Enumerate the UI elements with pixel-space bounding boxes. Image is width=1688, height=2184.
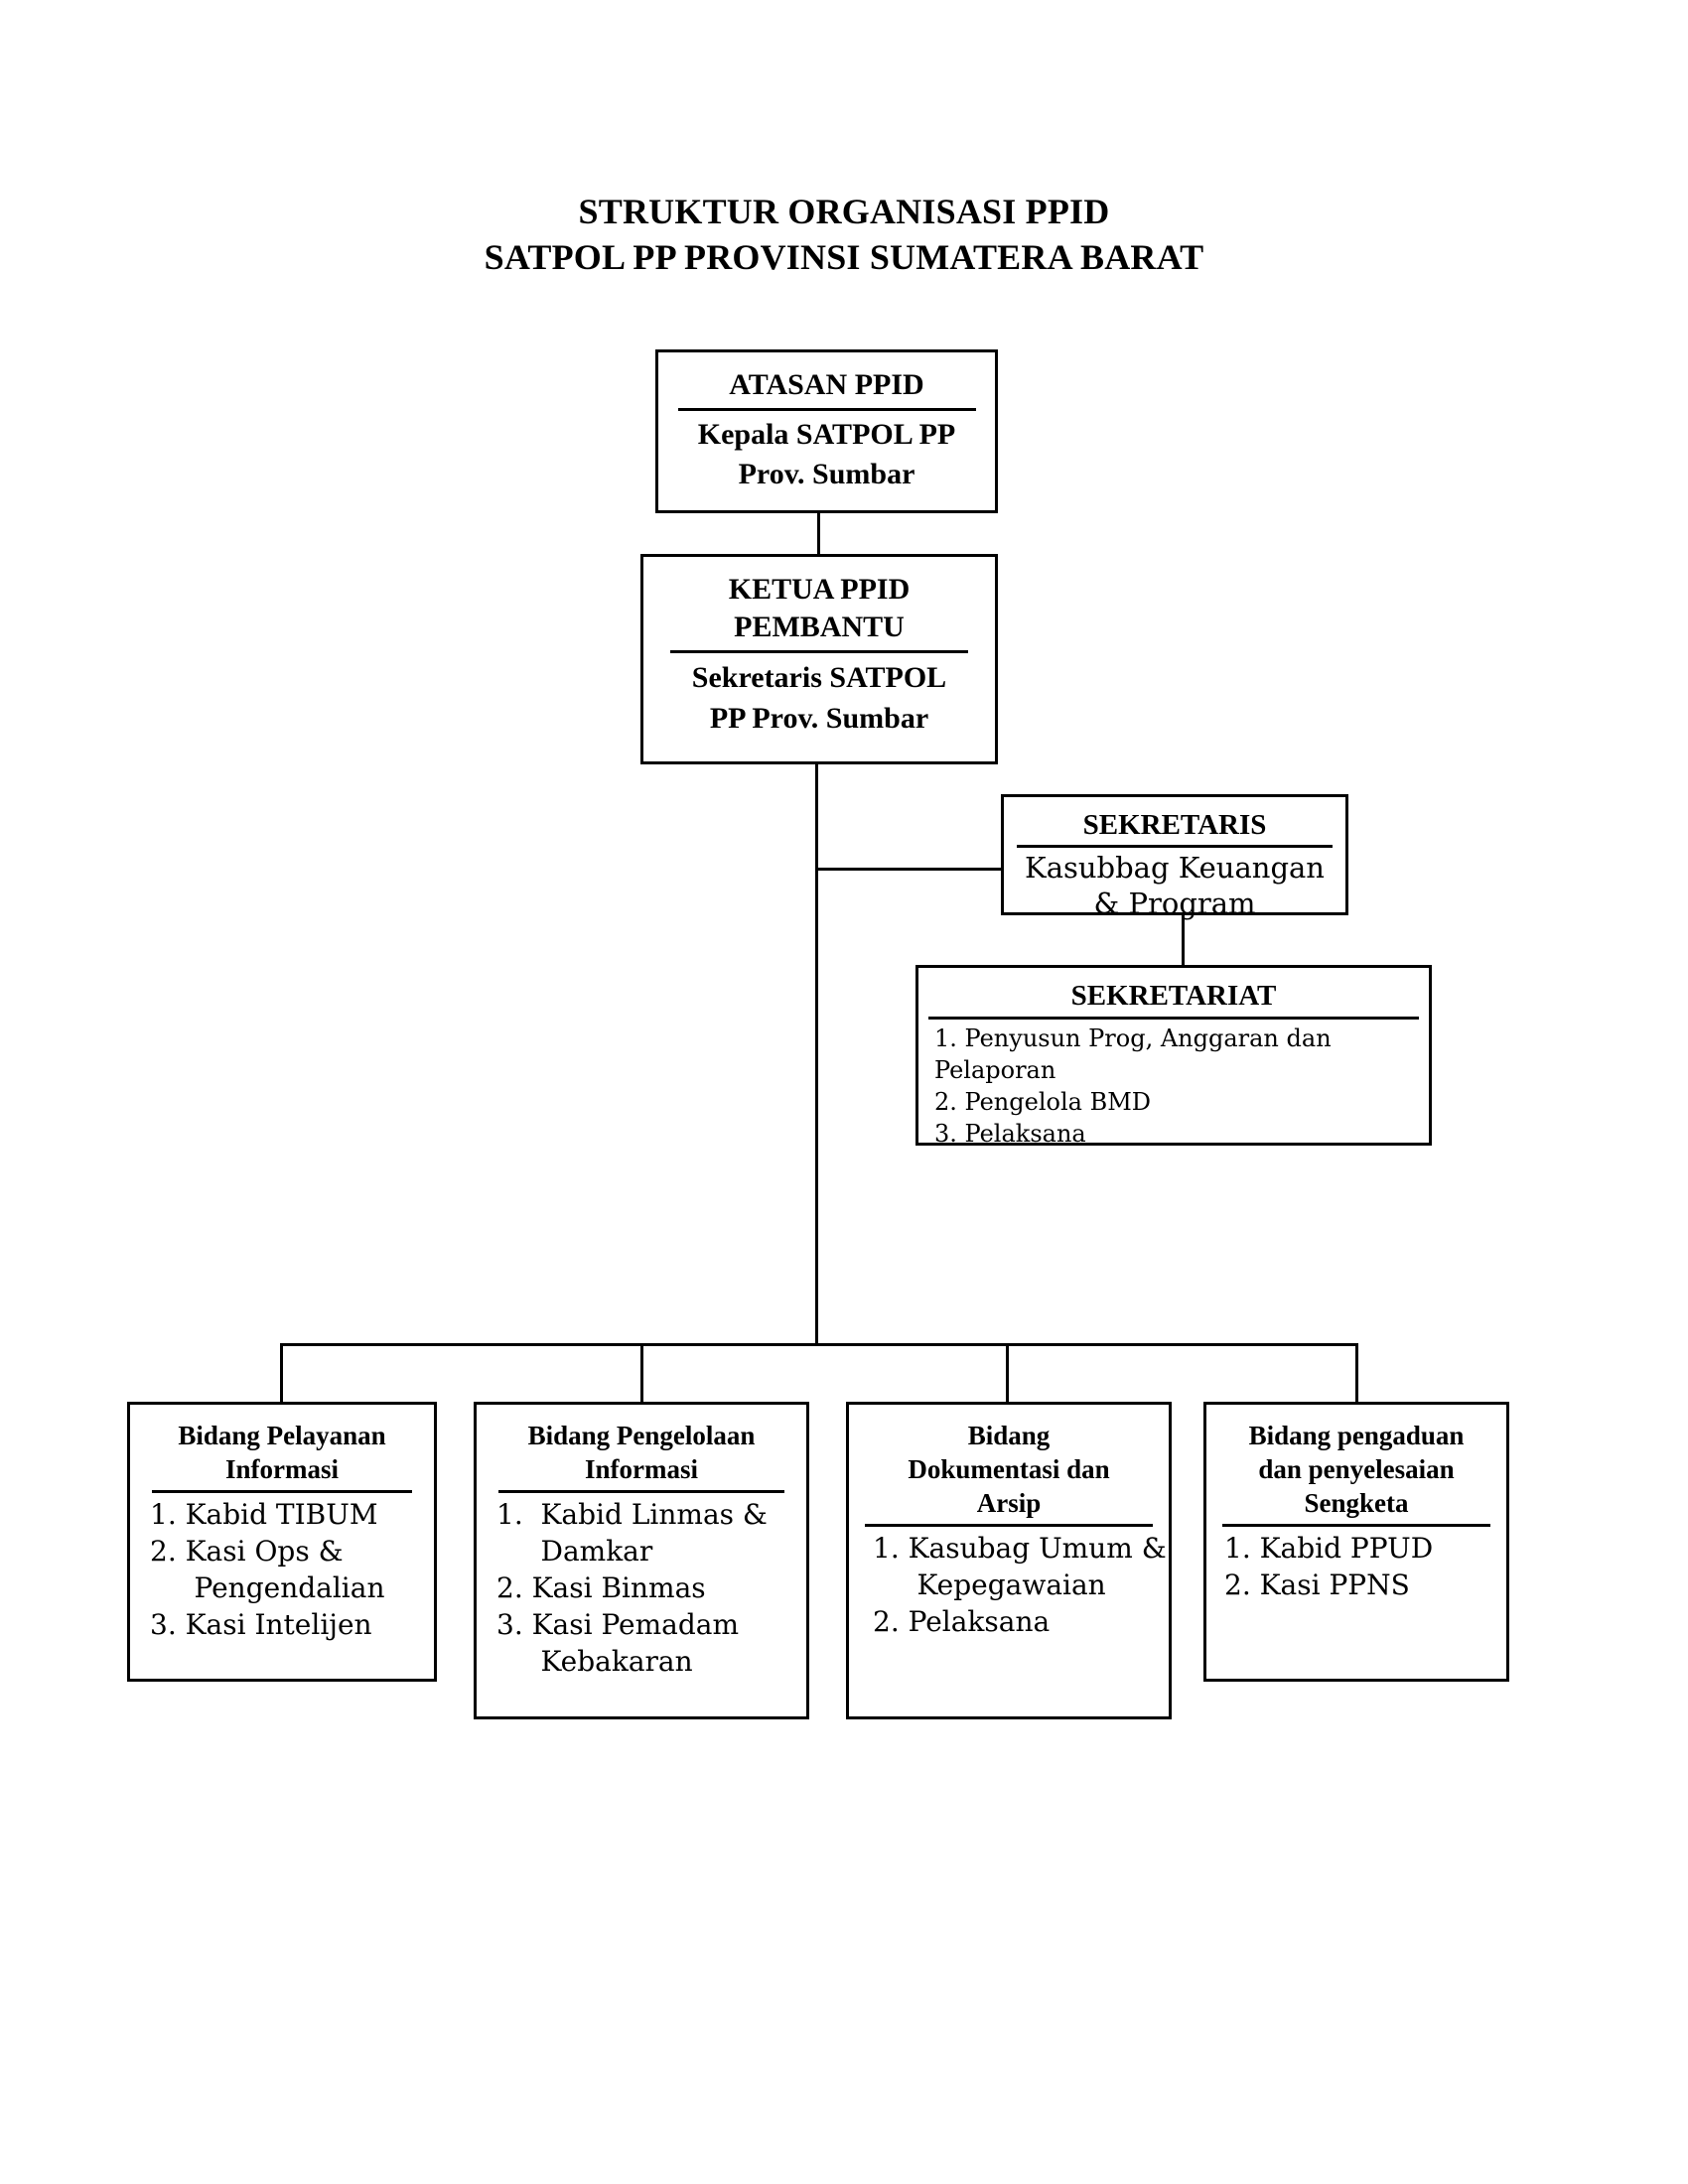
list-item: 2. Kasi Ops & Pengendalian <box>150 1535 385 1604</box>
node-bidang-pengaduan-penyelesaian-sengketa[interactable]: Bidang pengaduan dan penyelesaian Sengke… <box>1203 1402 1509 1682</box>
connector-drop-bidang-1 <box>280 1343 283 1405</box>
node-b4-list: 1. Kabid PPUD 2. Kasi PPNS <box>1206 1530 1506 1603</box>
node-sekretaris-body-line-1: Kasubbag Keuangan <box>1025 851 1325 885</box>
node-bidang-pelayanan-informasi[interactable]: Bidang Pelayanan Informasi 1. Kabid TIBU… <box>127 1402 437 1682</box>
list-item: 1. Penyusun Prog, Anggaran dan Pelaporan <box>934 1024 1339 1084</box>
list-item: 2. Kasi PPNS <box>1224 1569 1410 1601</box>
connector-trunk-to-sekretaris <box>815 868 1004 871</box>
node-sekretaris-divider <box>1017 845 1333 848</box>
node-sekretaris-heading: SEKRETARIS <box>1082 809 1267 841</box>
node-bidang-pengelolaan-informasi[interactable]: Bidang Pengelolaan Informasi 1. Kabid Li… <box>474 1402 809 1719</box>
node-sekretariat-heading: SEKRETARIAT <box>1070 980 1277 1012</box>
title-line-1: STRUKTUR ORGANISASI PPID <box>578 192 1110 231</box>
node-sekretariat-divider <box>928 1017 1419 1020</box>
node-b1-divider <box>152 1490 412 1493</box>
node-b3-heading-line-1: Bidang <box>967 1421 1051 1450</box>
node-b3-list: 1. Kasubag Umum & Kepegawaian 2. Pelaksa… <box>849 1530 1169 1640</box>
node-atasan-ppid[interactable]: ATASAN PPID Kepala SATPOL PP Prov. Sumba… <box>655 349 998 513</box>
node-ketua-body-line-1: Sekretaris SATPOL <box>691 661 947 694</box>
node-sekretaris[interactable]: SEKRETARIS Kasubbag Keuangan & Program <box>1001 794 1348 920</box>
node-atasan-divider <box>677 408 976 411</box>
node-b2-heading-line-1: Bidang Pengelolaan <box>527 1421 756 1450</box>
connector-sekretaris-to-sekretariat <box>1182 912 1185 968</box>
node-b3-divider <box>865 1524 1153 1527</box>
connector-drop-bidang-2 <box>640 1343 643 1405</box>
node-b4-heading-line-2: dan penyelesaian <box>1258 1454 1455 1484</box>
node-bidang-dokumentasi-dan-arsip[interactable]: Bidang Dokumentasi dan Arsip 1. Kasubag … <box>846 1402 1172 1719</box>
node-atasan-body-line-1: Kepala SATPOL PP <box>697 418 956 451</box>
node-ketua-heading-line-2: PEMBANTU <box>734 611 905 643</box>
connector-trunk-main <box>815 761 818 1346</box>
node-b4-heading-line-3: Sengketa <box>1304 1488 1409 1518</box>
connector-drop-bidang-3 <box>1006 1343 1009 1405</box>
list-item: 2. Pengelola BMD <box>934 1088 1152 1116</box>
node-b2-list: 1. Kabid Linmas & Damkar 2. Kasi Binmas … <box>477 1496 806 1680</box>
node-sekretaris-body-line-2: & Program <box>1093 887 1256 920</box>
list-item: 3. Pelaksana <box>934 1120 1086 1148</box>
node-b3-heading-line-2: Dokumentasi dan <box>908 1454 1110 1484</box>
node-sekretariat[interactable]: SEKRETARIAT 1. Penyusun Prog, Anggaran d… <box>915 965 1432 1148</box>
list-item: 1. Kabid PPUD <box>1224 1532 1434 1565</box>
node-b2-divider <box>498 1490 784 1493</box>
list-item: 1. Kabid TIBUM <box>150 1498 378 1531</box>
connector-bottom-bus <box>280 1343 1358 1346</box>
list-item: 1. Kabid Linmas & Damkar <box>496 1498 768 1568</box>
list-item: 1. Kasubag Umum & Kepegawaian <box>873 1532 1167 1601</box>
node-b2-heading-line-2: Informasi <box>585 1454 698 1484</box>
connector-drop-bidang-4 <box>1355 1343 1358 1405</box>
node-b3-heading-line-3: Arsip <box>976 1488 1042 1518</box>
page-title: STRUKTUR ORGANISASI PPID SATPOL PP PROVI… <box>0 189 1688 280</box>
node-ketua-body-line-2: PP Prov. Sumbar <box>709 702 929 735</box>
node-b4-divider <box>1222 1524 1490 1527</box>
title-line-2: SATPOL PP PROVINSI SUMATERA BARAT <box>484 237 1204 277</box>
node-b1-heading-line-2: Informasi <box>225 1454 339 1484</box>
node-b4-heading-line-1: Bidang pengaduan <box>1248 1421 1465 1450</box>
node-ketua-divider <box>670 650 968 653</box>
node-ketua-heading-line-1: KETUA PPID <box>728 573 911 606</box>
node-sekretariat-list: 1. Penyusun Prog, Anggaran dan Pelaporan… <box>918 1023 1429 1150</box>
node-ketua-ppid-pembantu[interactable]: KETUA PPID PEMBANTU Sekretaris SATPOL PP… <box>640 554 998 764</box>
node-atasan-heading: ATASAN PPID <box>729 368 924 401</box>
list-item: 2. Pelaksana <box>873 1605 1051 1638</box>
list-item: 2. Kasi Binmas <box>496 1571 706 1604</box>
node-b1-list: 1. Kabid TIBUM 2. Kasi Ops & Pengendalia… <box>130 1496 434 1643</box>
list-item: 3. Kasi Pemadam Kebakaran <box>496 1608 740 1678</box>
node-atasan-body-line-2: Prov. Sumbar <box>738 458 915 490</box>
node-b1-heading-line-1: Bidang Pelayanan <box>178 1421 386 1450</box>
list-item: 3. Kasi Intelijen <box>150 1608 372 1641</box>
connector-atasan-to-ketua <box>817 510 820 557</box>
